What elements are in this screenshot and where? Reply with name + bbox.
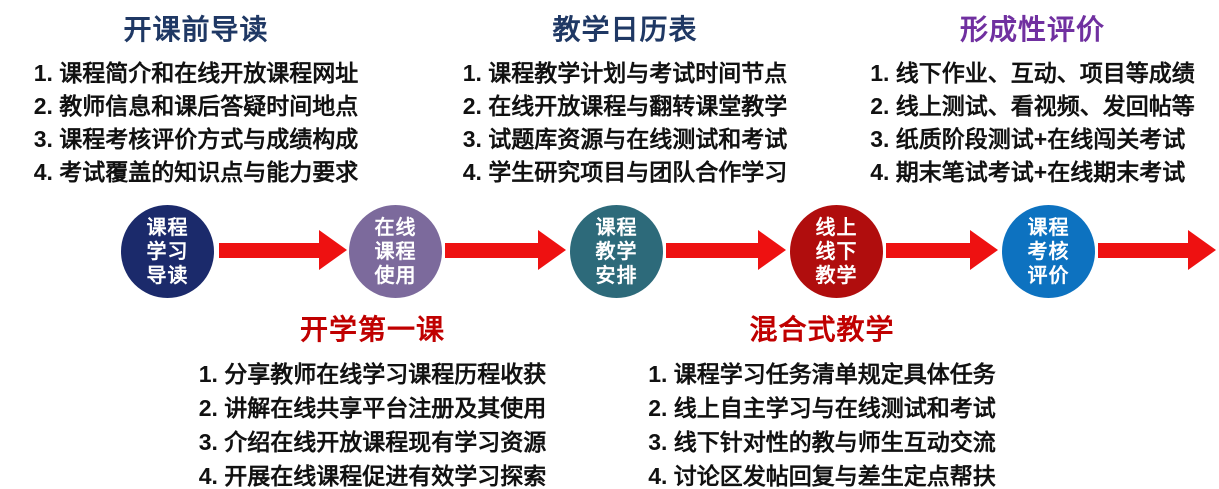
flow-arrow	[666, 230, 786, 270]
flow-arrow	[445, 230, 566, 270]
section-pre-course-guide: 开课前导读 1. 课程简介和在线开放课程网址 2. 教师信息和课后答疑时间地点 …	[6, 8, 386, 189]
arrow-bar	[666, 242, 758, 258]
node-label-line: 教学	[815, 264, 858, 287]
flow-node-course-assessment: 课程 考核 评价	[1002, 205, 1095, 298]
node-label-line: 使用	[374, 264, 417, 287]
list-item: 3. 试题库资源与在线测试和考试	[462, 126, 788, 152]
section-first-class: 开学第一课 1. 分享教师在线学习课程历程收获 2. 讲解在线共享平台注册及其使…	[175, 308, 570, 489]
node-label-line: 导读	[146, 264, 189, 287]
list-item: 2. 教师信息和课后答疑时间地点	[33, 93, 359, 119]
list-item: 2. 线上自主学习与在线测试和考试	[648, 395, 996, 421]
flow-arrow	[219, 230, 347, 270]
node-label-line: 考核	[1027, 240, 1070, 263]
node-label-line: 课程	[1027, 216, 1070, 239]
list-item: 1. 分享教师在线学习课程历程收获	[198, 361, 547, 387]
node-label-line: 线上	[815, 216, 858, 239]
arrow-head-icon	[970, 230, 998, 270]
list-item: 4. 考试覆盖的知识点与能力要求	[33, 159, 359, 185]
section-title: 开学第一课	[299, 314, 445, 345]
section-item-list: 1. 课程学习任务清单规定具体任务 2. 线上自主学习与在线测试和考试 3. 线…	[648, 357, 996, 489]
section-teaching-calendar: 教学日历表 1. 课程教学计划与考试时间节点 2. 在线开放课程与翻转课堂教学 …	[430, 8, 820, 189]
list-item: 1. 课程简介和在线开放课程网址	[33, 60, 359, 86]
section-title: 开课前导读	[123, 14, 269, 45]
flow-node-course-study-guide: 课程 学习 导读	[121, 205, 214, 298]
arrow-head-icon	[758, 230, 786, 270]
list-item: 1. 线下作业、互动、项目等成绩	[870, 60, 1195, 86]
list-item: 3. 课程考核评价方式与成绩构成	[33, 126, 359, 152]
flow-node-online-offline-teaching: 线上 线下 教学	[790, 205, 883, 298]
list-item: 4. 开展在线课程促进有效学习探索	[198, 463, 547, 489]
section-item-list: 1. 课程简介和在线开放课程网址 2. 教师信息和课后答疑时间地点 3. 课程考…	[34, 57, 359, 189]
list-item: 2. 讲解在线共享平台注册及其使用	[198, 395, 547, 421]
list-item: 3. 纸质阶段测试+在线闯关考试	[870, 126, 1186, 152]
flow-arrow	[886, 230, 998, 270]
section-title: 教学日历表	[552, 14, 698, 45]
list-item: 4. 讨论区发帖回复与差生定点帮扶	[648, 463, 996, 489]
node-label-line: 在线	[374, 216, 417, 239]
arrow-bar	[219, 242, 319, 258]
arrow-bar	[445, 242, 538, 258]
arrow-head-icon	[538, 230, 566, 270]
arrow-bar	[1098, 242, 1188, 258]
node-label-line: 课程	[595, 216, 638, 239]
section-item-list: 1. 课程教学计划与考试时间节点 2. 在线开放课程与翻转课堂教学 3. 试题库…	[463, 57, 788, 189]
flow-node-online-course-usage: 在线 课程 使用	[349, 205, 442, 298]
list-item: 3. 介绍在线开放课程现有学习资源	[198, 429, 547, 455]
list-item: 4. 学生研究项目与团队合作学习	[462, 159, 788, 185]
node-label-line: 教学	[595, 240, 638, 263]
flow-node-teaching-arrangement: 课程 教学 安排	[570, 205, 663, 298]
node-label-line: 评价	[1027, 264, 1070, 287]
list-item: 4. 期末笔试考试+在线期末考试	[870, 159, 1186, 185]
arrow-bar	[886, 242, 970, 258]
section-title: 形成性评价	[959, 14, 1105, 45]
list-item: 2. 在线开放课程与翻转课堂教学	[462, 93, 788, 119]
section-title: 混合式教学	[749, 314, 895, 345]
node-label-line: 课程	[374, 240, 417, 263]
list-item: 2. 线上测试、看视频、发回帖等	[870, 93, 1195, 119]
list-item: 1. 课程学习任务清单规定具体任务	[648, 361, 996, 387]
arrow-head-icon	[319, 230, 347, 270]
section-item-list: 1. 线下作业、互动、项目等成绩 2. 线上测试、看视频、发回帖等 3. 纸质阶…	[870, 57, 1195, 189]
section-item-list: 1. 分享教师在线学习课程历程收获 2. 讲解在线共享平台注册及其使用 3. 介…	[199, 357, 547, 489]
node-label-line: 安排	[595, 264, 638, 287]
node-label-line: 学习	[146, 240, 189, 263]
node-label-line: 课程	[146, 216, 189, 239]
list-item: 1. 课程教学计划与考试时间节点	[462, 60, 788, 86]
section-formative-evaluation: 形成性评价 1. 线下作业、互动、项目等成绩 2. 线上测试、看视频、发回帖等 …	[850, 8, 1215, 189]
list-item: 3. 线下针对性的教与师生互动交流	[648, 429, 996, 455]
flow-arrow	[1098, 230, 1216, 270]
section-blended-teaching: 混合式教学 1. 课程学习任务清单规定具体任务 2. 线上自主学习与在线测试和考…	[622, 308, 1022, 489]
arrow-head-icon	[1188, 230, 1216, 270]
node-label-line: 线下	[815, 240, 858, 263]
